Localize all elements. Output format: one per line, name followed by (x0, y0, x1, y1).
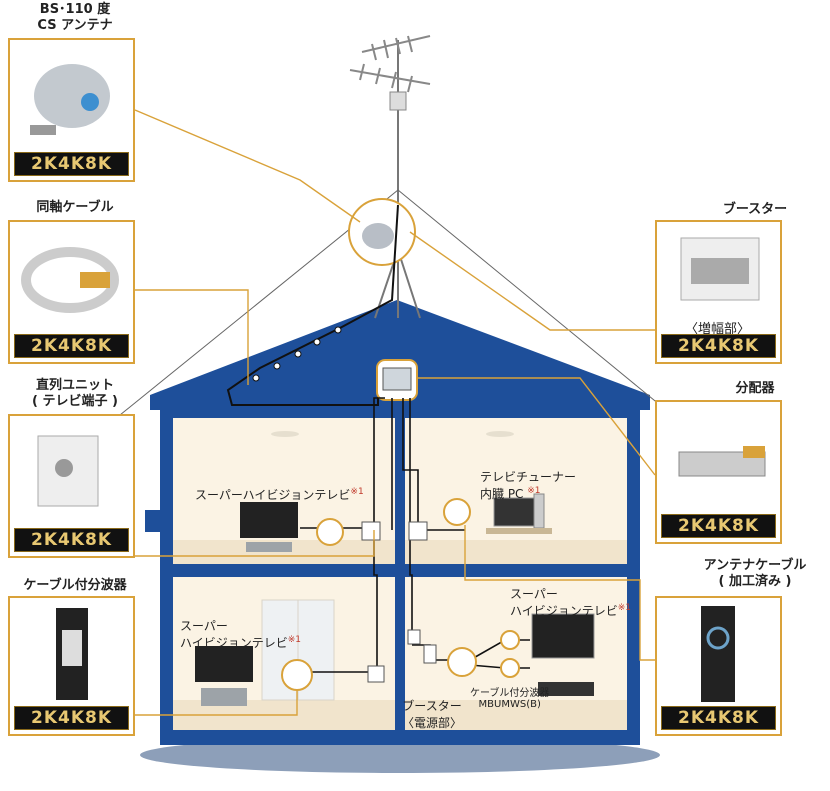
spec-badge: 2K4K8K (14, 334, 129, 358)
card-coax-cable: 2K4K8K (8, 220, 135, 364)
card-antenna-cable-title: アンテナケーブル ( 加工済み ) (703, 558, 807, 589)
spec-badge: 2K4K8K (14, 528, 129, 552)
spec-badge: 2K4K8K (14, 706, 129, 730)
splitter-1f-right-a (500, 630, 520, 650)
booster-image (680, 237, 760, 301)
ground-shadow (140, 737, 660, 773)
card-distributor-title: 分配器 (735, 381, 775, 396)
house-eave-left (145, 510, 163, 532)
antenna-booster-box (389, 91, 407, 111)
dish-icon (362, 223, 394, 249)
floor-1f-right (405, 700, 627, 730)
splitter-1f-left-highlight (281, 659, 313, 691)
card-distributor: 2K4K8K (655, 400, 782, 544)
card-wall-unit: 2K4K8K (8, 414, 135, 558)
caption-tuner-pc: テレビチューナー 内臓 PC ※1 (480, 470, 577, 501)
tv-2f-left (240, 502, 298, 538)
antenna-stay (397, 189, 661, 406)
tv-1f-left (195, 646, 253, 682)
booster-power-unit (423, 644, 437, 664)
wall-outlet (367, 665, 385, 683)
tv-stand (201, 688, 247, 706)
card-booster-title: ブースター (722, 202, 788, 217)
spec-badge: 2K4K8K (14, 152, 129, 176)
wall-outlet (361, 521, 381, 541)
wall-outlet (408, 521, 428, 541)
card-antenna-cable: 2K4K8K (655, 596, 782, 736)
booster-sub-label: 〈増幅部〉 (685, 322, 751, 337)
pc-desk (486, 528, 552, 534)
wall-unit-image (37, 435, 99, 507)
ceiling-light (486, 431, 514, 437)
pc-monitor (493, 497, 535, 527)
card-cable-splitter: 2K4K8K (8, 596, 135, 736)
leader-lines (134, 109, 656, 716)
distributor-image (678, 446, 766, 477)
tv-stand (246, 542, 292, 552)
card-coax-title: 同軸ケーブル (36, 200, 114, 215)
card-wall-unit-title: 直列ユニット ( テレビ端子 ) (32, 378, 118, 409)
floor-2f-right (405, 540, 627, 564)
spec-badge: 2K4K8K (661, 334, 776, 358)
spec-badge: 2K4K8K (661, 514, 776, 538)
coax-image (21, 247, 119, 313)
caption-booster-power: ブースター 〈電源部〉 (402, 699, 463, 730)
antenna-cable-image (701, 606, 735, 702)
caption-splitter: ケーブル付分波器 MBUMWS(B) (470, 688, 550, 710)
room-2f-left (173, 418, 395, 564)
caption-tv-1f-right: スーパー ハイビジョンテレビ※1 (510, 587, 632, 618)
cable-clips (252, 326, 342, 382)
dish-image (30, 64, 110, 135)
splitter-1f-right-highlight (447, 647, 477, 677)
unit-2f-right-highlight (443, 498, 471, 526)
splitter-1f-right-b (500, 658, 520, 678)
caption-tv-1f-left: スーパー ハイビジョンテレビ※1 (180, 619, 302, 650)
tv-1f-right (531, 613, 595, 659)
unit-2f-left-highlight (316, 518, 344, 546)
spec-badge: 2K4K8K (661, 706, 776, 730)
card-bs-antenna-title: BS･110 度 CS アンテナ (37, 2, 113, 33)
tv-stand (538, 682, 594, 696)
wall-outlet (407, 629, 421, 645)
uhf-antenna-elements (349, 35, 431, 93)
card-bs-antenna: 2K4K8K (8, 38, 135, 182)
coax-roof-run (226, 204, 399, 406)
house-roof (150, 300, 650, 410)
caption-tv-2f-left: スーパーハイビジョンテレビ※1 (195, 487, 364, 502)
card-cable-splitter-title: ケーブル付分波器 (23, 578, 127, 593)
ceiling-light (271, 431, 299, 437)
splitter-image (56, 608, 88, 700)
attic-distributor-icon (382, 367, 412, 391)
card-booster: 〈増幅部〉 2K4K8K (655, 220, 782, 364)
room-2f-right (405, 418, 627, 564)
